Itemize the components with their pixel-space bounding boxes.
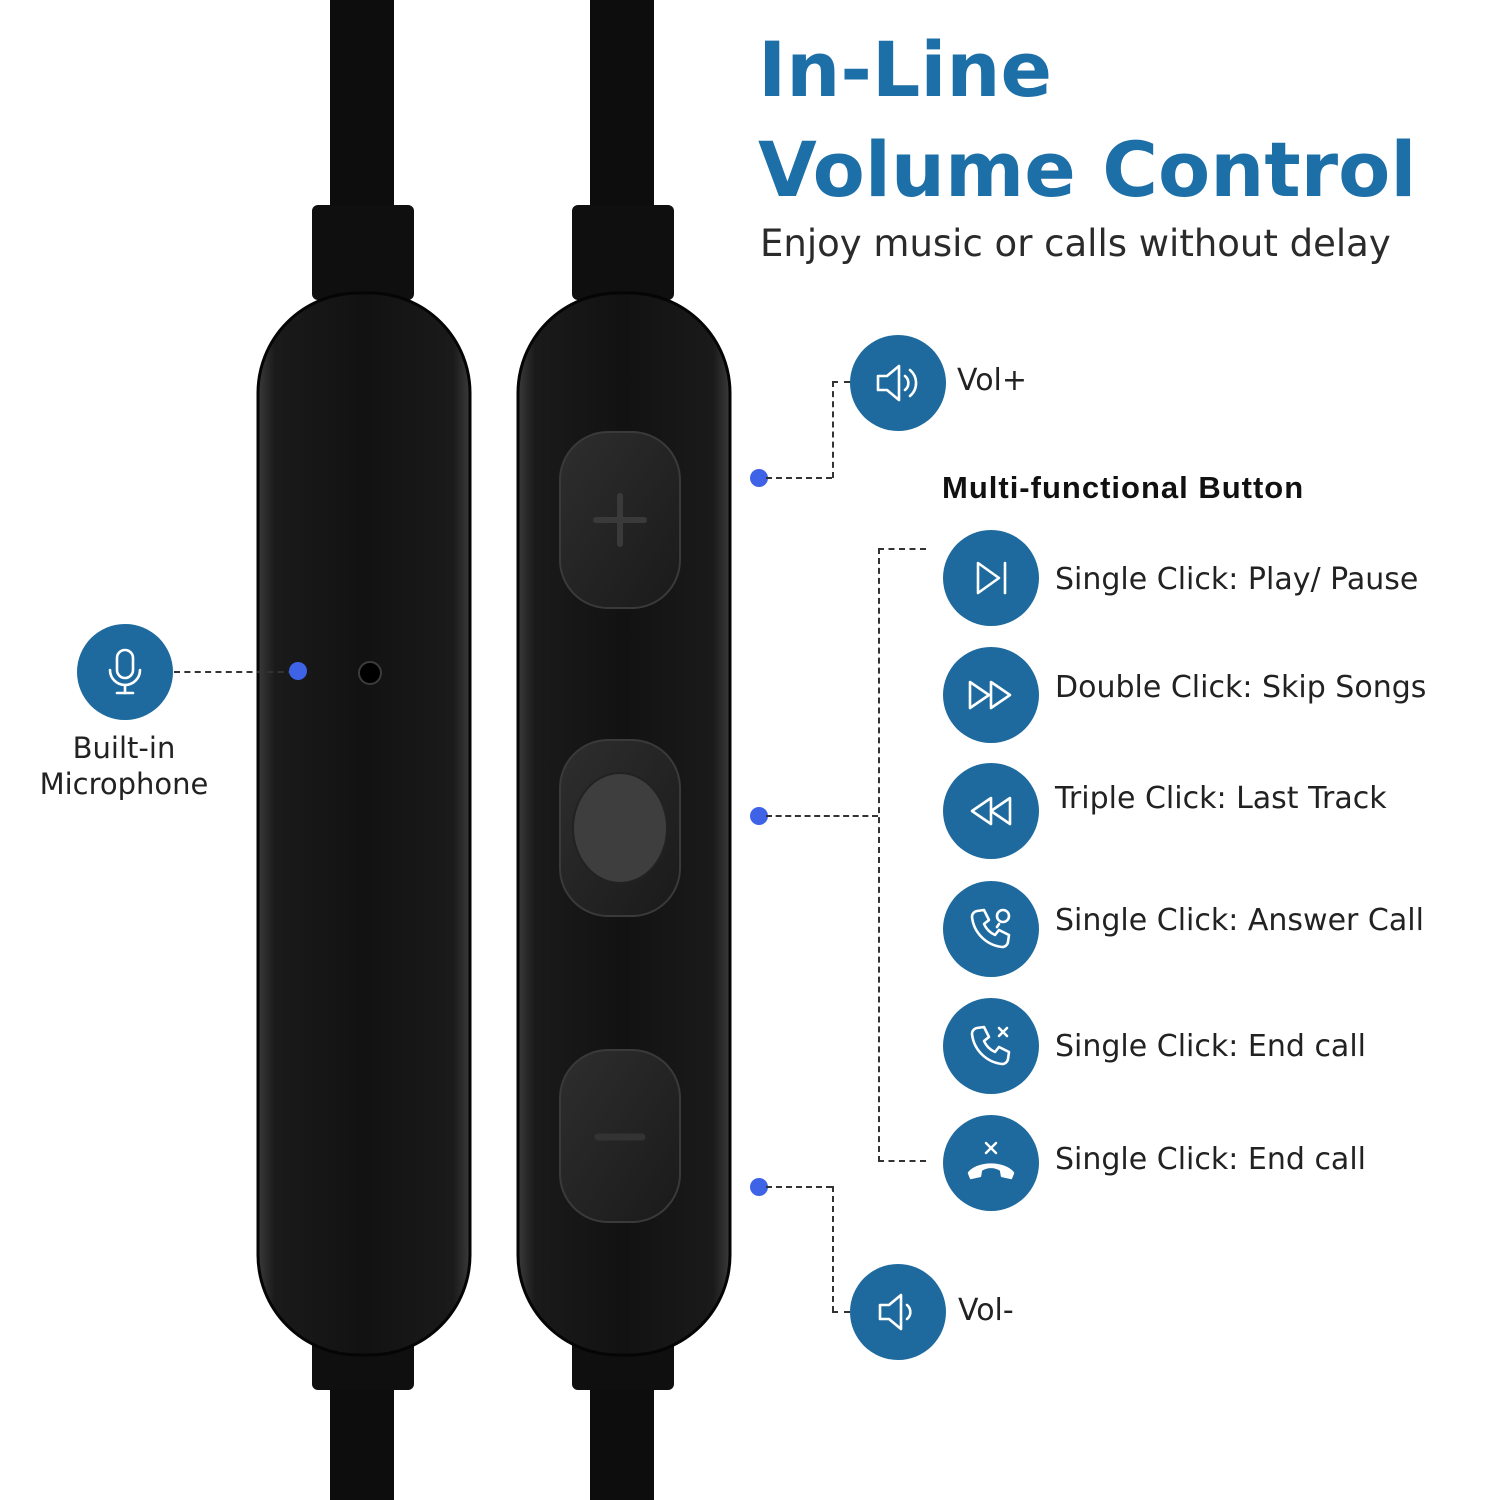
right-collar-top bbox=[572, 205, 674, 300]
multifunction-item-label: Single Click: End call bbox=[1055, 1029, 1366, 1064]
speaker-volume-up-icon bbox=[876, 364, 918, 402]
left-collar-top bbox=[312, 205, 414, 300]
microphone-label-line1: Built-in bbox=[72, 731, 176, 765]
vol-down-label: Vol- bbox=[958, 1293, 1014, 1328]
speaker-volume-down-icon bbox=[878, 1293, 912, 1331]
vol-down-leader-h2 bbox=[832, 1311, 850, 1313]
play-pause-badge bbox=[943, 530, 1039, 626]
multifunction-bracket-top bbox=[878, 548, 926, 550]
microphone-leader-line bbox=[174, 671, 294, 673]
rewind-icon bbox=[970, 796, 1012, 826]
microphone-icon bbox=[108, 648, 142, 695]
microphone-pointer-dot bbox=[289, 662, 307, 680]
vol-down-leader-h1 bbox=[766, 1186, 832, 1188]
page-title-line1: In-Line bbox=[758, 25, 1053, 114]
microphone-hole bbox=[358, 661, 382, 685]
multifunction-item-label: Single Click: Play/ Pause bbox=[1055, 562, 1419, 597]
cable-right-top bbox=[590, 0, 654, 212]
multifunction-item-label: Triple Click: Last Track bbox=[1055, 781, 1387, 816]
multifunction-leader-h bbox=[766, 815, 878, 817]
vol-up-leader-v bbox=[832, 381, 834, 478]
vol-down-badge bbox=[850, 1264, 946, 1360]
center-button-nub bbox=[572, 772, 668, 884]
multifunction-item-label: Double Click: Skip Songs bbox=[1055, 670, 1427, 705]
fast-forward-badge bbox=[943, 647, 1039, 743]
plus-icon bbox=[593, 493, 647, 547]
multifunction-bracket-bottom bbox=[878, 1160, 926, 1162]
vol-up-badge bbox=[850, 335, 946, 431]
vol-up-leader-h2 bbox=[832, 381, 850, 383]
phone-hangup-icon bbox=[967, 1141, 1015, 1180]
multifunction-bracket-v bbox=[878, 548, 880, 1162]
play-pause-icon bbox=[976, 561, 1007, 595]
multifunction-pointer-dot bbox=[750, 807, 768, 825]
vol-up-pointer-dot bbox=[750, 469, 768, 487]
phone-answer-badge bbox=[943, 881, 1039, 977]
microphone-label-line2: Microphone bbox=[39, 767, 209, 801]
multifunction-item-label: Single Click: Answer Call bbox=[1055, 903, 1424, 938]
vol-up-label: Vol+ bbox=[957, 363, 1028, 398]
rewind-badge bbox=[943, 763, 1039, 859]
multifunction-title: Multi-functional Button bbox=[942, 470, 1305, 505]
multifunction-item-label: Single Click: End call bbox=[1055, 1142, 1366, 1177]
microphone-badge bbox=[77, 624, 173, 720]
microphone-label: Built-in Microphone bbox=[28, 730, 220, 802]
page-title-line2: Volume Control bbox=[758, 125, 1417, 214]
page-subtitle: Enjoy music or calls without delay bbox=[760, 222, 1391, 265]
vol-up-leader-h1 bbox=[766, 477, 832, 479]
vol-down-leader-v bbox=[832, 1186, 834, 1312]
vol-down-pointer-dot bbox=[750, 1178, 768, 1196]
cable-left-top bbox=[330, 0, 394, 212]
phone-end-icon bbox=[970, 1025, 1011, 1066]
fast-forward-icon bbox=[968, 680, 1012, 710]
phone-answer-icon bbox=[970, 908, 1011, 949]
left-remote-body bbox=[256, 291, 472, 1357]
phone-end-badge bbox=[943, 998, 1039, 1094]
phone-hangup-badge bbox=[943, 1115, 1039, 1211]
